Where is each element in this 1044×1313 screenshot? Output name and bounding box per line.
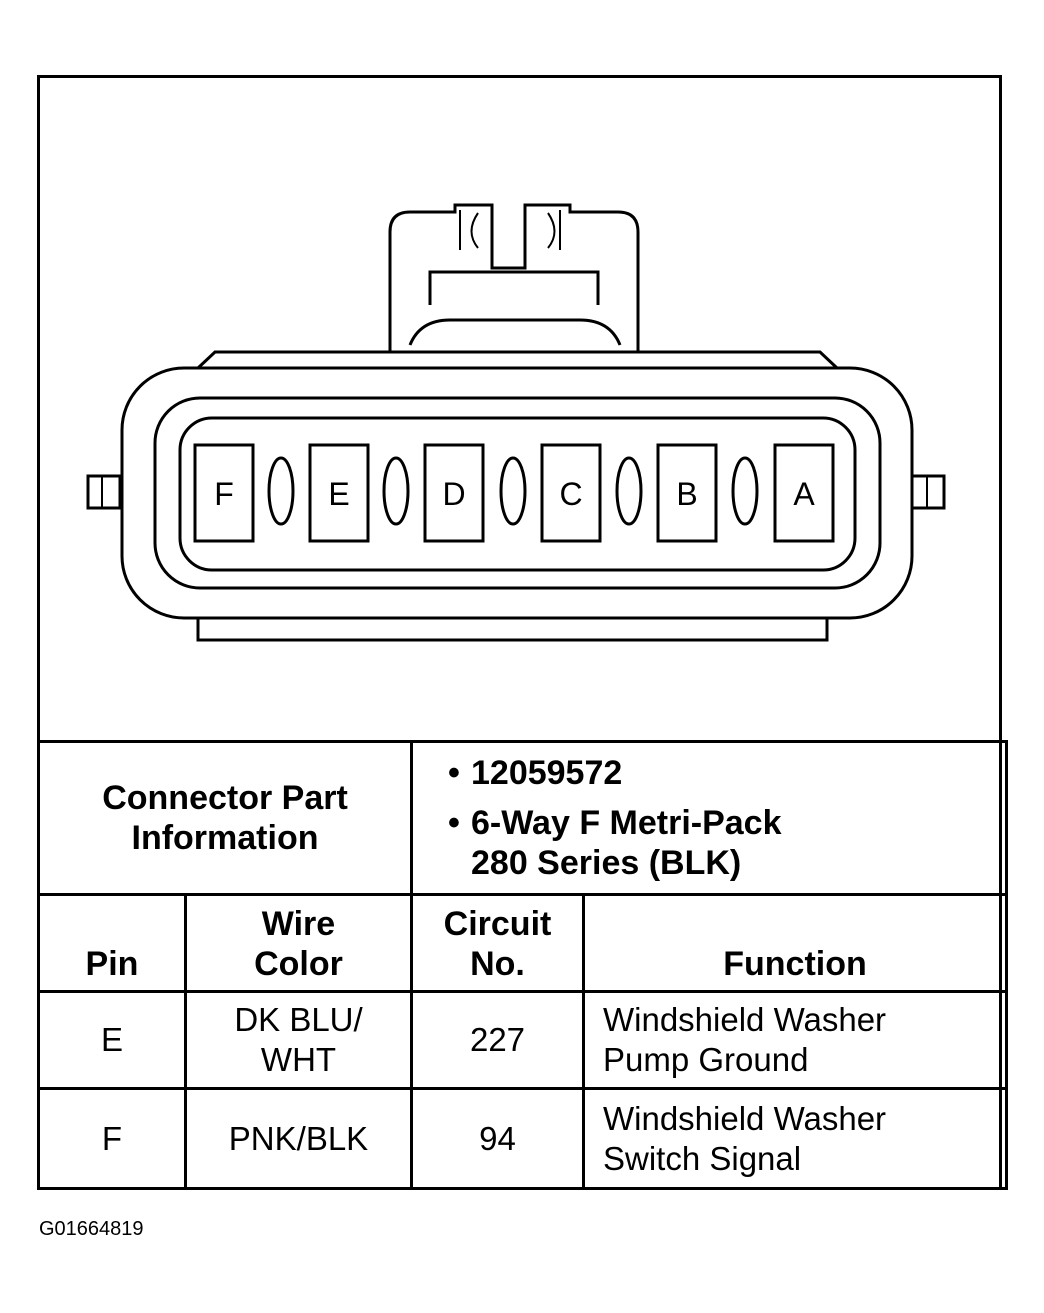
row-pin: E	[37, 990, 187, 1090]
header-wire-color-line2: Color	[254, 945, 343, 983]
diagram-frame	[37, 75, 1002, 1190]
header-function: Function	[582, 893, 1008, 993]
connector-info-table: Connector Part Information • 12059572 • …	[37, 740, 1008, 1190]
pin-label-f: F	[214, 476, 234, 512]
connector-cavity-inner	[178, 416, 857, 572]
part-info-label-line1: Connector Part	[102, 779, 348, 817]
bullet-icon: •	[448, 754, 460, 792]
part-info-label: Connector Part Information	[37, 740, 413, 896]
bullet-icon: •	[448, 804, 460, 842]
part-description-line1: 6-Way F Metri-Pack	[471, 804, 782, 842]
pin-cavity-f	[193, 443, 255, 543]
row-function-line2: Switch Signal	[603, 1139, 802, 1177]
row-pin: F	[37, 1087, 187, 1190]
part-number: 12059572	[471, 754, 623, 792]
connector-diagram: F E D C B A	[86, 203, 946, 642]
header-circuit-line2: No.	[470, 945, 525, 983]
row-function: Windshield Washer Pump Ground	[582, 990, 1008, 1090]
row-wire-color-line1: PNK/BLK	[228, 1119, 369, 1157]
pin-label-e: E	[328, 476, 349, 512]
row-function-line2: Pump Ground	[603, 1041, 809, 1078]
pin-cavity-e	[308, 443, 370, 543]
row-function-line1: Windshield Washer	[603, 1099, 887, 1137]
row-wire-color: DK BLU/ WHT	[184, 990, 413, 1090]
header-wire-color: Wire Color	[184, 893, 413, 993]
pin-cavity-a	[773, 443, 835, 543]
row-circuit: 227	[410, 990, 585, 1090]
row-wire-color-line2: WHT	[260, 1041, 337, 1078]
table-header-row: Pin Wire Color Circuit No. Function	[37, 893, 1008, 993]
header-circuit-line1: Circuit	[443, 905, 552, 943]
row-circuit: 94	[410, 1087, 585, 1190]
row-function: Windshield Washer Switch Signal	[582, 1087, 1008, 1190]
left-side-tab	[86, 474, 122, 510]
figure-id: G01664819	[39, 1218, 144, 1240]
pin-cavity-d	[423, 443, 485, 543]
pin-label-d: D	[442, 476, 465, 512]
table-row: F PNK/BLK 94 Windshield Washer Switch Si…	[37, 1087, 1008, 1190]
part-info-row: Connector Part Information • 12059572 • …	[37, 740, 1008, 896]
row-wire-color-line1: DK BLU/	[234, 1001, 363, 1038]
row-function-line1: Windshield Washer	[603, 1001, 887, 1038]
pin-cavity-b	[656, 443, 718, 543]
pin-cavity-c	[540, 443, 602, 543]
part-description-line2: 280 Series (BLK)	[471, 844, 742, 882]
part-info-details: • 12059572 • 6-Way F Metri-Pack 280 Seri…	[410, 740, 1008, 896]
table-row: E DK BLU/ WHT 227 Windshield Washer Pump…	[37, 990, 1008, 1090]
header-circuit: Circuit No.	[410, 893, 585, 993]
header-wire-color-line1: Wire	[261, 905, 336, 943]
connector-cavity-outer	[153, 396, 882, 590]
header-pin: Pin	[37, 893, 187, 993]
connector-latch	[388, 203, 640, 352]
pin-label-b: B	[676, 476, 697, 512]
row-wire-color: PNK/BLK	[184, 1087, 413, 1190]
pin-label-a: A	[793, 476, 815, 512]
pin-label-c: C	[559, 476, 582, 512]
part-info-label-line2: Information	[131, 819, 319, 857]
